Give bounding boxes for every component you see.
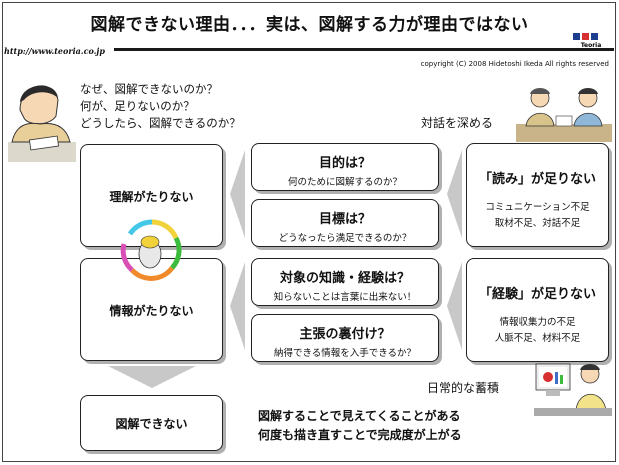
experience-lacking-box: 「経験」が足りない 情報収集力の不足 人脈不足、材料不足 xyxy=(466,258,609,362)
reading-lacking-line2: 取材不足、対話不足 xyxy=(494,218,581,229)
bottom-note-line1: 図解することで見えてくることがある xyxy=(258,409,461,423)
teoria-logo: Teoria xyxy=(573,33,602,49)
question-1: なぜ、図解できないのか？ xyxy=(80,82,218,96)
knowledge-box: 対象の知識・経験は？ 知らないことは言葉に出来ない！ xyxy=(251,258,439,306)
cannot-diagram-label: 図解できない xyxy=(115,417,188,431)
question-list: なぜ、図解できないのか？ 何が、足りないのか？ どうしたら、図解できるのか？ xyxy=(80,81,241,132)
bottom-note-line2: 何度も描き直すことで完成度が上がる xyxy=(258,428,462,442)
bottom-note: 図解することで見えてくることがある 何度も描き直すことで完成度が上がる xyxy=(258,407,462,445)
reading-lacking-box: 「読み」が足りない コミュニケーション不足 取材不足、対話不足 xyxy=(466,143,609,247)
goal-box: 目標は？ どうなったら満足できるのか？ xyxy=(251,199,439,247)
cannot-diagram-box: 図解できない xyxy=(80,395,223,451)
slide-title: 図解できない理由．．．実は、図解する力が理由ではない xyxy=(90,15,529,35)
computer-person-illustration xyxy=(534,363,612,416)
knowledge-sub: 知らないことは言葉に出来ない！ xyxy=(273,292,417,303)
copyright-text: copyright (C) 2008 Hidetoshi Ikeda All r… xyxy=(420,60,609,68)
knowledge-title: 対象の知識・経験は？ xyxy=(279,271,410,286)
daily-accumulation-label: 日常的な蓄積 xyxy=(427,381,500,395)
thinking-person-illustration xyxy=(8,85,76,162)
understanding-lacking-label: 理解がたりない xyxy=(109,190,194,204)
reading-lacking-title: 「読み」が足りない xyxy=(478,172,596,187)
experience-lacking-line2: 人脈不足、材料不足 xyxy=(494,333,581,344)
cycle-thinking-illustration xyxy=(120,219,182,281)
information-lacking-label: 情報がたりない xyxy=(109,304,194,318)
evidence-box: 主張の裏付け？ 納得できる情報を入手できるか？ xyxy=(251,314,439,362)
website-url[interactable]: http://www.teoria.co.jp xyxy=(4,46,105,56)
evidence-sub: 納得できる情報を入手できるか？ xyxy=(273,348,417,359)
goal-sub: どうなったら満足できるのか？ xyxy=(278,233,412,244)
experience-lacking-line1: 情報収集力の不足 xyxy=(499,317,576,328)
information-lacking-box: 情報がたりない xyxy=(80,258,223,361)
question-3: どうしたら、図解できるのか？ xyxy=(80,116,241,130)
header-rule xyxy=(114,48,614,51)
logo-text: Teoria xyxy=(581,42,602,49)
question-2: 何が、足りないのか？ xyxy=(80,99,195,113)
goal-title: 目標は？ xyxy=(318,212,371,227)
experience-lacking-title: 「経験」が足りない xyxy=(478,287,596,302)
evidence-title: 主張の裏付け？ xyxy=(299,327,391,342)
purpose-box: 目的は？ 何のために図解するのか？ xyxy=(251,143,439,191)
reading-lacking-line1: コミュニケーション不足 xyxy=(485,202,590,213)
dialogue-label: 対話を深める xyxy=(421,116,494,130)
purpose-title: 目的は？ xyxy=(318,156,371,171)
purpose-sub: 何のために図解するのか？ xyxy=(287,177,402,188)
understanding-lacking-box: 理解がたりない xyxy=(80,144,223,247)
dialogue-people-illustration xyxy=(516,88,612,142)
